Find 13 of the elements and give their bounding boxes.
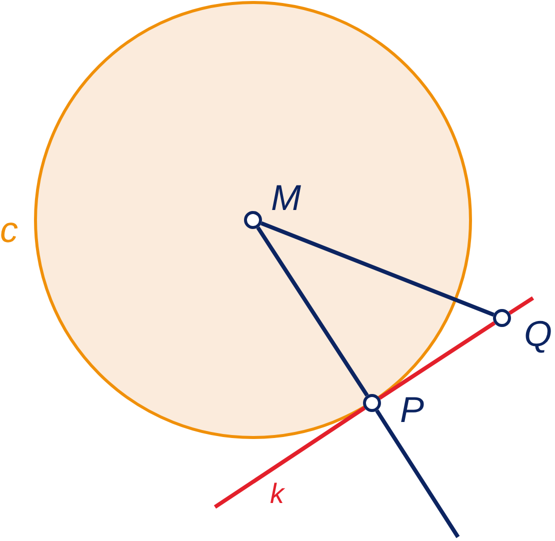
point-marker xyxy=(493,309,511,327)
line-segment xyxy=(508,296,534,315)
line-segment xyxy=(260,221,494,317)
point-label: M xyxy=(271,180,301,216)
point-label: P xyxy=(400,392,424,428)
point-marker xyxy=(244,211,262,229)
point-label: Q xyxy=(524,316,552,352)
point-label: c xyxy=(0,212,18,248)
edge-label: k xyxy=(270,480,284,508)
line-segment xyxy=(214,406,366,509)
line-segment xyxy=(256,226,369,397)
line-segment xyxy=(378,321,496,400)
line-segment xyxy=(375,410,460,538)
